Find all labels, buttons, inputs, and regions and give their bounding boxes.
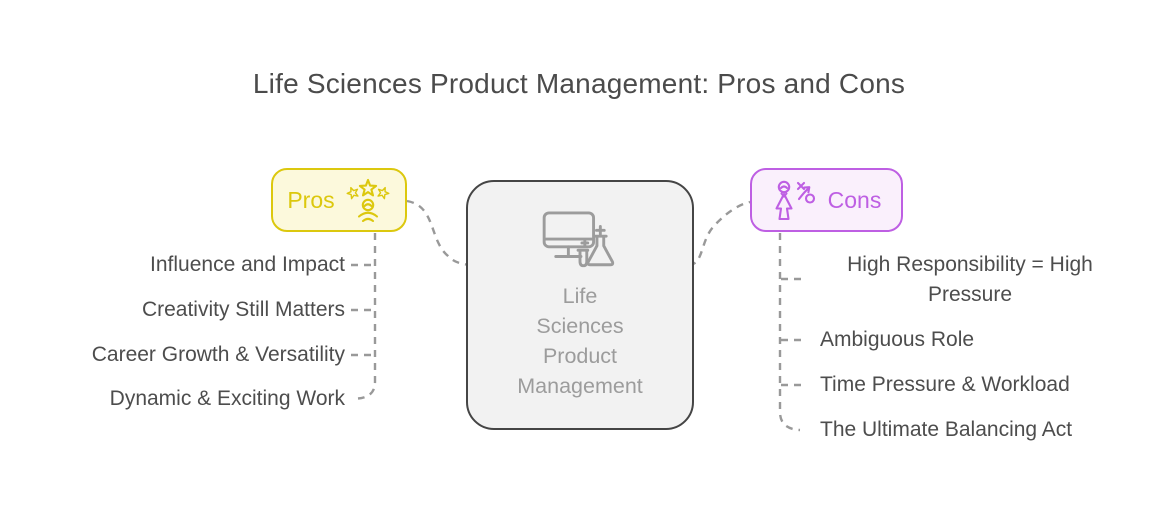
cons-item: Ambiguous Role [820, 328, 975, 351]
diagram-title: Life Sciences Product Management: Pros a… [252, 68, 906, 99]
connector-pros-to-center [406, 199, 472, 267]
connector-center-to-cons [688, 200, 751, 267]
cons-node: Cons [750, 168, 903, 232]
cons-branch-trunk [778, 233, 801, 432]
pros-item: Influence and Impact [150, 253, 345, 276]
center-node: Life Sciences Product Management [466, 180, 694, 430]
pros-item: Creativity Still Matters [141, 298, 345, 321]
cons-item: The Ultimate Balancing Act [820, 418, 1073, 441]
center-label-line: Sciences [536, 314, 624, 338]
pros-branch-trunk [357, 233, 377, 400]
center-label-line: Management [517, 374, 643, 398]
center-label-line: Product [542, 344, 618, 368]
pros-node: Pros [271, 168, 407, 232]
center-label-line: Life [562, 284, 598, 308]
strategy-person-icon [772, 178, 818, 222]
cons-item: Time Pressure & Workload [820, 373, 1070, 396]
cons-label: Cons [827, 186, 882, 213]
cons-item: High Responsibility = High Pressure [847, 253, 1093, 306]
pros-item: Dynamic & Exciting Work [109, 387, 345, 410]
star-achiever-icon [345, 178, 391, 222]
pros-item: Career Growth & Versatility [91, 343, 345, 366]
center-label: Life Sciences Product Management [517, 281, 643, 401]
pros-label: Pros [287, 186, 335, 213]
monitor-flask-icon [539, 210, 621, 272]
